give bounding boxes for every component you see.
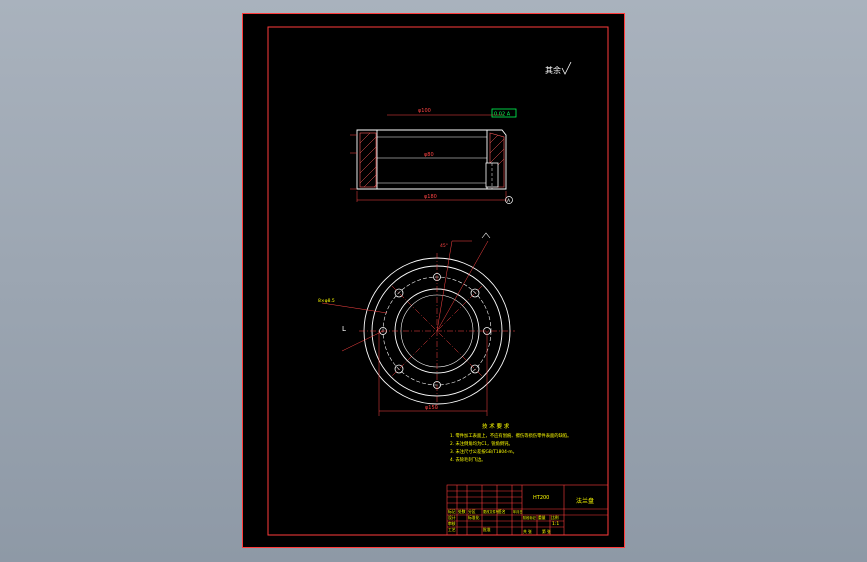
title-block-label-14: 共 张 xyxy=(523,529,532,534)
title-block-label-8: 审核 xyxy=(448,521,456,526)
title-block-label-15: 第 张 xyxy=(542,529,551,534)
drawing-sheet: 其余 φ100 0.02 A xyxy=(242,13,625,548)
title-block-label-12: 重量 xyxy=(538,515,546,520)
title-block-label-6: 设计 xyxy=(448,515,456,520)
title-block-label-13: 比例 xyxy=(551,515,559,520)
section-length-dim: φ180 xyxy=(424,194,437,200)
title-block-label-1: 处数 xyxy=(458,509,466,514)
roughness-note: 其余 xyxy=(545,65,561,75)
tech-req-item-3: 3. 未注尺寸公差按GB/T1804-m。 xyxy=(450,448,517,455)
roughness-symbol xyxy=(561,61,572,75)
tech-req-item-4: 4. 去除毛刺飞边。 xyxy=(450,456,486,463)
title-block-material: HT200 xyxy=(533,495,549,501)
title-block-label-10: 批准 xyxy=(483,527,491,532)
inner-border xyxy=(267,26,609,536)
outer-border xyxy=(242,13,625,548)
title-block-label-7: 标准化 xyxy=(468,515,480,520)
datum-label: A xyxy=(507,198,511,204)
plan-view xyxy=(321,232,515,416)
title-block-label-0: 标记 xyxy=(448,509,456,514)
title-block-scale: 1:1 xyxy=(552,521,559,527)
cad-drawing: 其余 φ100 0.02 A xyxy=(242,13,625,548)
title-block-part-name: 法兰盘 xyxy=(576,497,594,505)
title-block-text: HT200 法兰盘 1:1 标记 处数 分区 更改文件号 签名 年月日 设计 标… xyxy=(448,495,594,534)
plan-outer-dim: φ150 xyxy=(425,405,438,411)
title-block xyxy=(446,484,609,536)
tech-requirements: 技 术 要 求 1. 零件加工表面上，不应有划痕、擦伤等损伤零件表面的缺陷。 2… xyxy=(450,422,571,463)
title-block-label-4: 签名 xyxy=(498,509,506,514)
title-block-label-11: 阶段标记 xyxy=(523,515,537,520)
tech-req-item-2: 2. 未注倒角均为C1，锐角倒钝。 xyxy=(450,440,513,447)
tech-req-title: 技 术 要 求 xyxy=(482,422,510,430)
tech-req-item-1: 1. 零件加工表面上，不应有划痕、擦伤等损伤零件表面的缺陷。 xyxy=(450,432,571,439)
section-inner-dim: φ80 xyxy=(424,152,434,158)
tolerance-text: 0.02 A xyxy=(494,112,511,118)
section-dim-top: φ100 xyxy=(418,108,431,114)
plan-angle-label: 45° xyxy=(440,243,448,249)
title-block-label-9: 工艺 xyxy=(448,527,456,532)
title-block-label-2: 分区 xyxy=(468,509,476,514)
section-view: φ100 0.02 A xyxy=(350,108,517,204)
tolerance-frame xyxy=(491,108,517,118)
plan-center-label: L xyxy=(342,325,346,333)
title-block-label-3: 更改文件号 xyxy=(483,509,499,514)
plan-hole-callout: 8×φ8.5 xyxy=(318,298,335,304)
title-block-label-5: 年月日 xyxy=(513,509,523,514)
